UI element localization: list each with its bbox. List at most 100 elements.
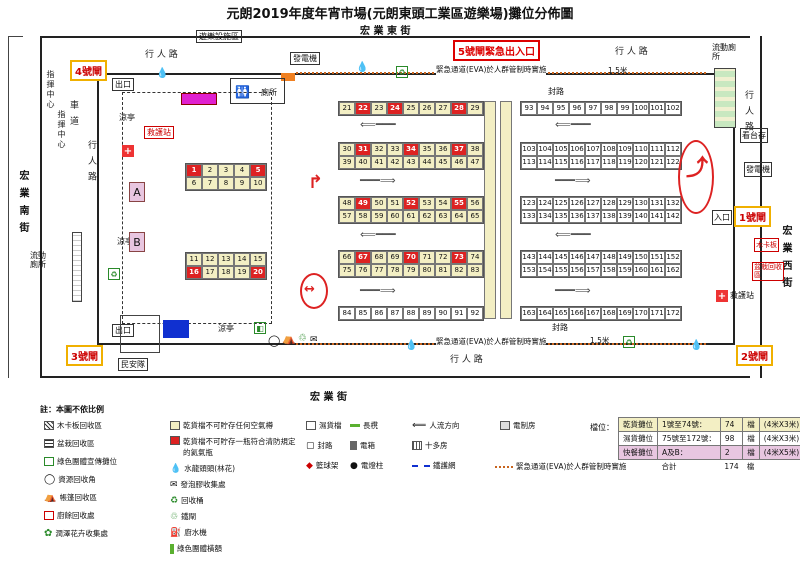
stall-120: 120: [633, 156, 649, 169]
stall-140: 140: [633, 210, 649, 223]
far-left-line-top: [8, 36, 23, 37]
stall-88: 88: [403, 307, 419, 320]
stall-158: 158: [601, 264, 617, 277]
street-top: 宏 業 東 街: [360, 26, 411, 37]
summary-type: 濕貨攤位: [618, 431, 658, 446]
flow-arrow: ⟸━━━: [360, 118, 396, 131]
generator-right: 發電機: [744, 162, 772, 177]
stall-35: 35: [419, 143, 435, 156]
legend-item: 💧水龍頭頭(林花): [170, 463, 236, 474]
summary-count: 98: [719, 431, 744, 446]
stall-26: 26: [419, 102, 435, 115]
stall-104: 104: [537, 143, 553, 156]
stall-50: 50: [371, 197, 387, 210]
blue-structure: [163, 320, 189, 338]
stall-59: 59: [371, 210, 387, 223]
stall-27: 27: [435, 102, 451, 115]
stall-84: 84: [339, 307, 355, 320]
resource-recycle-icon: ◯: [268, 334, 281, 347]
summary-unit: 檔: [742, 417, 760, 432]
stall-168: 168: [601, 307, 617, 320]
stall-155: 155: [553, 264, 569, 277]
stall-134: 134: [537, 210, 553, 223]
legend-item: ●電燈柱: [350, 460, 384, 471]
legend-item: 乾貨檔不可貯存一瓶符合清防規定的氦氣瓶: [170, 436, 300, 458]
stall-150: 150: [633, 251, 649, 264]
legend-col3: 濕貨檔 ▢封路 ◆籃球架: [306, 420, 342, 471]
summary-type: 乾貨攤位: [618, 417, 658, 432]
stall-20: 20: [250, 266, 266, 279]
summary-range: 1號至74號：: [657, 417, 721, 432]
stall-121: 121: [649, 156, 665, 169]
first-aid-left-label: 救護站: [144, 126, 174, 139]
legend-col1: 木卡板回收區 盆栽回收區 綠色團體宣傳攤位 ◯資源回收角 ⛺帳篷回收區 廚餘回收…: [44, 420, 117, 539]
stall-127: 127: [585, 197, 601, 210]
stall-160: 160: [633, 264, 649, 277]
stall-7: 7: [202, 177, 218, 190]
command-center-2: 指揮中心: [57, 110, 66, 150]
recycle-bin-icon: ♻: [396, 66, 408, 78]
flow-arrow: ━━━⟹: [555, 284, 591, 297]
exit-top-left: 出口: [112, 78, 134, 91]
stall-116: 116: [569, 156, 585, 169]
pavilion-left: 涼亭: [119, 113, 135, 122]
entrance-right: 入口: [712, 210, 732, 225]
stall-23: 23: [371, 102, 387, 115]
legend-electric-room: 電制房: [500, 420, 536, 431]
walkway-bottom: 行 人 路: [450, 355, 483, 365]
stall-148: 148: [601, 251, 617, 264]
generator-block: [281, 73, 295, 81]
stall-80: 80: [419, 264, 435, 277]
pot-recycle-box: 盆栽回收區: [752, 262, 784, 282]
stall-128: 128: [601, 197, 617, 210]
stall-135: 135: [553, 210, 569, 223]
summary-size: (4米X5米): [758, 445, 800, 460]
stall-18: 18: [218, 266, 234, 279]
stall-105: 105: [553, 143, 569, 156]
stall-85: 85: [355, 307, 371, 320]
stall-126: 126: [569, 197, 585, 210]
stall-147: 147: [585, 251, 601, 264]
turn-arrow: ↱: [308, 172, 324, 193]
legend-item: 綠色團體宣傳攤位: [44, 456, 117, 467]
legend-item: ✿潤澤花卉收集處: [44, 528, 108, 539]
first-aid-left-icon: +: [122, 145, 134, 157]
stall-25: 25: [403, 102, 419, 115]
summary-blank: [619, 460, 658, 474]
stall-6: 6: [186, 177, 202, 190]
distance-top: 1.5米: [608, 66, 628, 75]
stall-159: 159: [617, 264, 633, 277]
stall-114: 114: [537, 156, 553, 169]
police-area: [120, 315, 160, 353]
stall-112: 112: [665, 143, 681, 156]
u-turn-circle: [678, 140, 714, 214]
stall-157: 157: [585, 264, 601, 277]
street-right: 宏 業 西 街: [780, 225, 791, 290]
stall-110: 110: [633, 143, 649, 156]
legend-item: 盆栽回收區: [44, 438, 117, 449]
summary-range: 75號至172號：: [657, 431, 721, 446]
stall-97: 97: [585, 102, 601, 115]
stall-119: 119: [617, 156, 633, 169]
stall-56: 56: [467, 197, 483, 210]
stall-109: 109: [617, 143, 633, 156]
stall-94: 94: [537, 102, 553, 115]
legend-item: 電箱: [350, 440, 383, 451]
legend-col3b: 長櫈 電箱 ●電燈柱: [350, 420, 383, 471]
stall-36: 36: [435, 143, 451, 156]
legend-eva: 緊急通道(EVA)於人群管制時實施: [495, 461, 626, 472]
cross-circle: [300, 273, 328, 309]
legend-note: 註：本圖不依比例: [40, 405, 104, 414]
stall-115: 115: [553, 156, 569, 169]
summary-total-unit: 檔: [746, 462, 755, 471]
walkway-right: 行 人 路: [743, 90, 753, 133]
stall-51: 51: [387, 197, 403, 210]
stall-122: 122: [665, 156, 681, 169]
stall-79: 79: [403, 264, 419, 277]
flow-arrow: ⟸━━━: [555, 228, 591, 241]
